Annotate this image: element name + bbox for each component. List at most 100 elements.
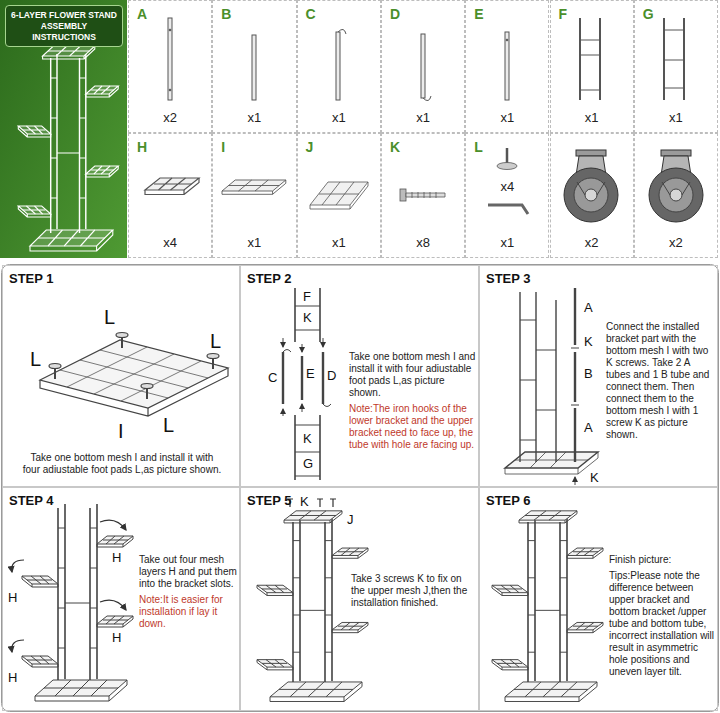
part-cell: Kx8 <box>381 133 465 258</box>
callout-letter: B <box>584 366 593 381</box>
step-heading: STEP 4 <box>9 493 54 508</box>
quantity: x2 <box>635 235 717 250</box>
part-letter: B <box>221 6 251 22</box>
part-cell: Ex1 <box>465 0 549 133</box>
step-text: Take one bottom mesh I and install it wi… <box>21 452 223 476</box>
callout-letter: K <box>584 334 593 349</box>
callout-letter: A <box>584 300 593 315</box>
part-letter: F <box>559 6 589 22</box>
part-cell: Fx1 <box>550 0 634 133</box>
part-cell: Jx1 <box>297 133 381 258</box>
callout-letter: L <box>210 330 221 352</box>
callout-letter: J <box>347 512 354 527</box>
part-cell: x2 <box>550 133 634 258</box>
quantity: x1 <box>213 235 295 250</box>
parts-drawings <box>168 18 684 101</box>
callout-letter: K <box>590 470 599 485</box>
callout-letter: G <box>303 456 313 471</box>
step-panel: STEP 4 Take out four mesh layers H and pu… <box>2 487 240 711</box>
quantity: x2 <box>129 110 211 125</box>
part-cell: Ax2 <box>128 0 212 133</box>
part-letter: K <box>390 139 420 155</box>
step-heading: STEP 5 <box>247 493 292 508</box>
callout-letter: K <box>303 431 312 446</box>
step-panel: STEP 3 Connect the installed bracket part… <box>479 265 718 487</box>
step-text: Finish picture: <box>609 554 715 566</box>
step6-drawing <box>492 511 603 702</box>
step-text: Take 3 screws K to fix on the upper mesh… <box>351 573 477 609</box>
step4-arrows <box>12 520 126 652</box>
stand-picture <box>18 46 118 251</box>
step-text: Take out four mesh layers H and put them… <box>139 554 239 590</box>
part-cell: Ix1 <box>212 133 296 258</box>
callout-letter: L <box>163 414 174 436</box>
callout-letter: K <box>303 310 312 325</box>
callout-letter: D <box>327 368 336 383</box>
steps-frame <box>2 265 719 712</box>
note-text: Note:The iron hooks of the lower bracket… <box>349 403 477 451</box>
part-letter: E <box>474 6 504 22</box>
part-cell: x2 <box>634 133 718 258</box>
quantity: x1 <box>551 110 633 125</box>
part-letter: L <box>474 139 504 155</box>
part-cell: Cx1 <box>297 0 381 133</box>
quantity: x1 <box>213 110 295 125</box>
quantity: x4 <box>129 235 211 250</box>
part-letter: C <box>306 6 336 22</box>
step-heading: STEP 1 <box>9 271 54 286</box>
step2-drawing <box>283 288 331 480</box>
part-letter: I <box>221 139 251 155</box>
step-heading: STEP 2 <box>247 271 292 286</box>
quantity: x4 <box>466 179 548 194</box>
part-cell: Hx4 <box>128 133 212 258</box>
step4-drawing <box>22 504 133 701</box>
part-cell: Dx1 <box>381 0 465 133</box>
callout-letter: L <box>104 306 115 328</box>
callout-letter: H <box>112 550 121 565</box>
callout-letter: L <box>30 348 41 370</box>
part-letter: G <box>643 6 673 22</box>
quantity: x1 <box>382 110 464 125</box>
callout-letter: H <box>8 670 17 685</box>
step3-drawing <box>505 288 598 485</box>
parts-drawings <box>145 148 528 214</box>
callout-letter: K <box>300 494 309 509</box>
screw-marks <box>287 499 336 507</box>
step1-drawing <box>40 333 228 417</box>
caster-wheel <box>564 150 618 222</box>
callout-letter: E <box>306 366 315 381</box>
callout-letter: H <box>112 630 121 645</box>
callout-letter: F <box>303 289 311 304</box>
title-box: 6-LAYER FLOWER STAND ASSEMBLY INSTRUCTIO… <box>5 5 123 47</box>
step-text: Connect the installed bracket part with … <box>606 321 716 441</box>
part-letter: D <box>390 6 420 22</box>
quantity: x2 <box>551 235 633 250</box>
part-letter: H <box>137 139 167 155</box>
title-text: 6-LAYER FLOWER STAND ASSEMBLY INSTRUCTIO… <box>9 10 119 43</box>
step-heading: STEP 6 <box>486 493 531 508</box>
step-text: Take one bottom mesh I and install it wi… <box>349 351 477 399</box>
callout-letter: C <box>268 370 277 385</box>
step-panel: STEP 5 Take 3 screws K to fix on the uppe… <box>240 487 479 711</box>
title-panel <box>0 0 127 258</box>
quantity: x1 <box>298 235 380 250</box>
step-text: Tips:Please note the difference between … <box>609 570 715 678</box>
caster-wheel <box>649 150 703 222</box>
part-cell: Gx1 <box>634 0 718 133</box>
part-cell: Bx1 <box>212 0 296 133</box>
callout-letter: I <box>118 420 124 442</box>
callout-letter: H <box>8 590 17 605</box>
callout-letter: A <box>584 420 593 435</box>
quantity: x1 <box>466 110 548 125</box>
step-panel: STEP 1 Take one bottom mesh I and install… <box>2 265 240 487</box>
quantity: x8 <box>382 235 464 250</box>
part-cell: Lx4x1 <box>465 133 549 258</box>
part-letter: J <box>306 139 336 155</box>
step-panel: STEP 6 Finish picture: Tips:Please note th… <box>479 487 718 711</box>
note-text: Note:It is easier for installation if la… <box>139 594 239 630</box>
part-letter: A <box>137 6 167 22</box>
quantity: x1 <box>635 110 717 125</box>
step-heading: STEP 3 <box>486 271 531 286</box>
quantity: x1 <box>298 110 380 125</box>
